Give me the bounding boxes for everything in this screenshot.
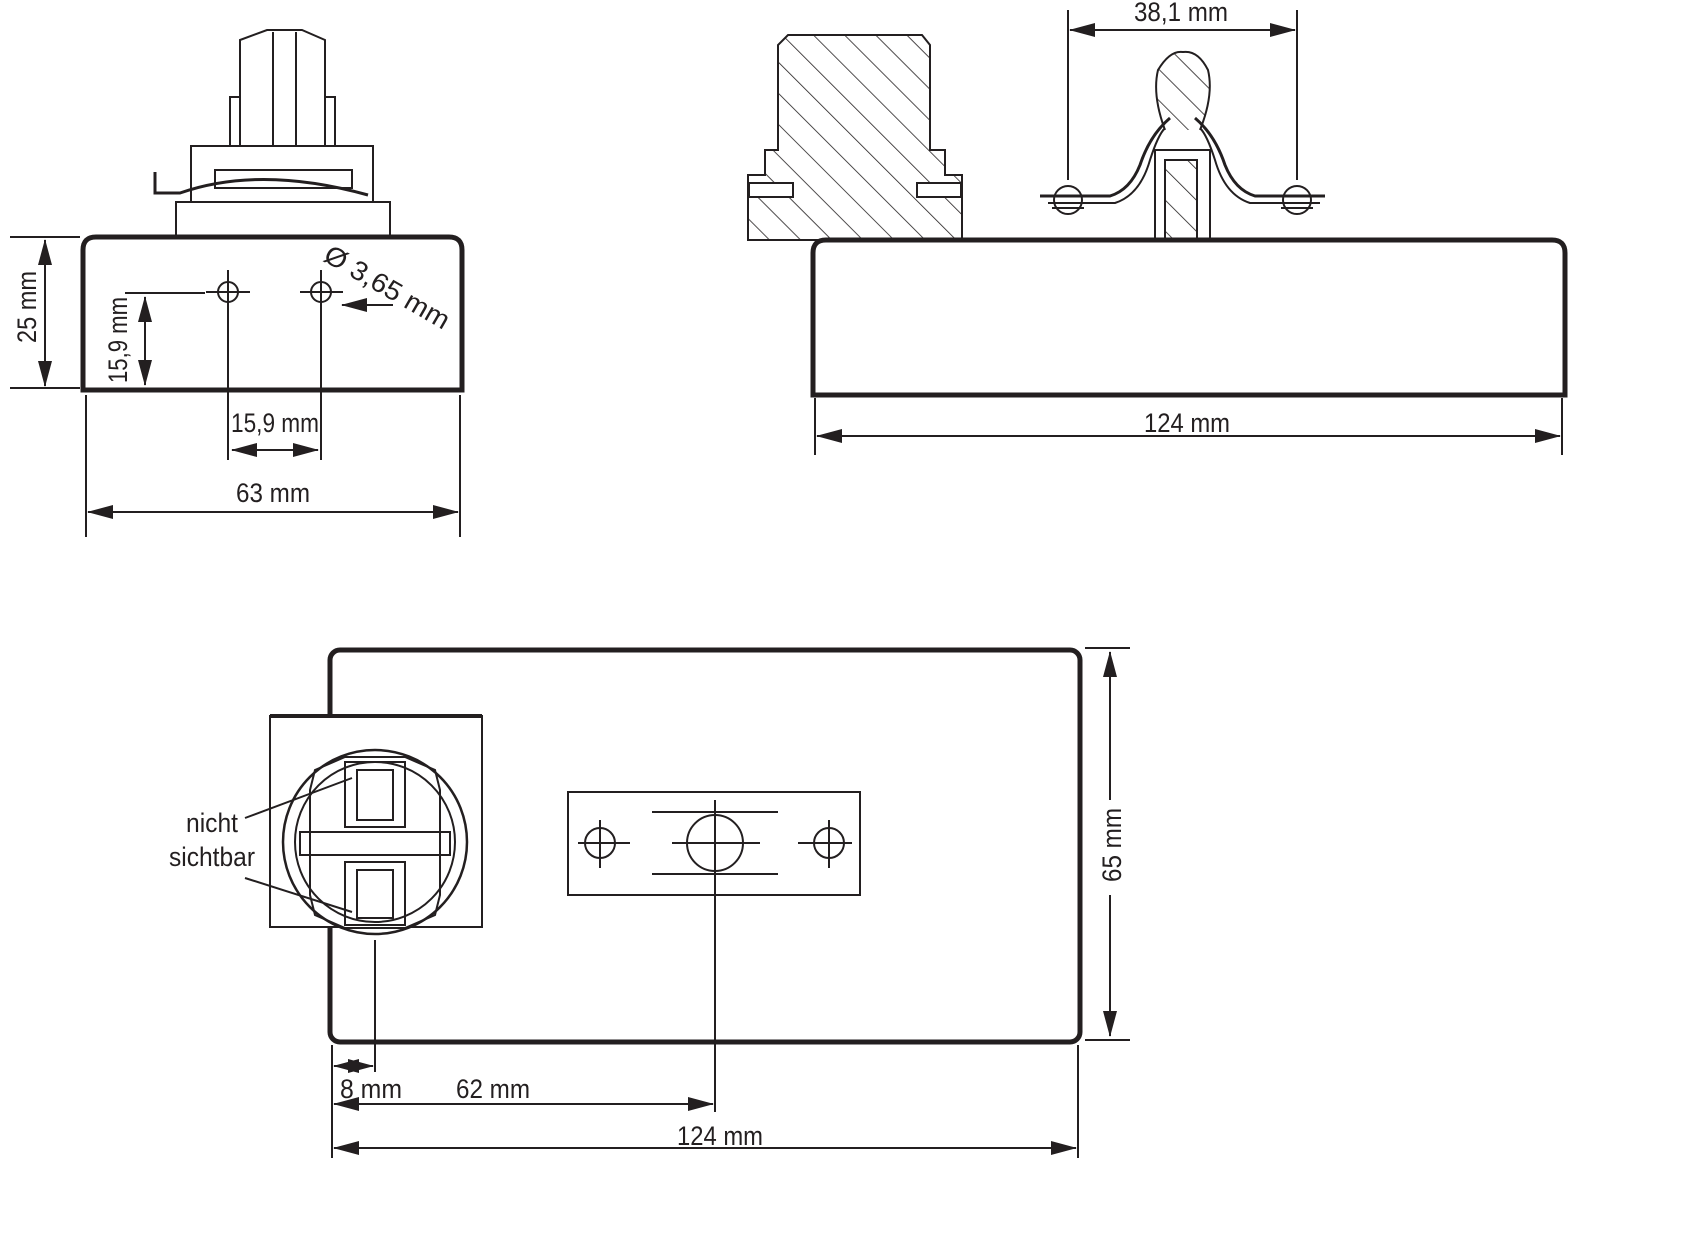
- contact-upper-inner: [356, 769, 394, 821]
- contact-spacing-label: 38,1 mm: [1134, 0, 1228, 27]
- height-label-top-view: 65 mm: [1097, 808, 1127, 882]
- lamp-bulb: [1155, 50, 1211, 131]
- height-label: 25 mm: [12, 271, 42, 343]
- note-line1: nicht: [186, 808, 238, 838]
- socket-bar: [299, 831, 451, 856]
- extension-lines-65: [1085, 647, 1130, 1041]
- contact-lower: [344, 861, 406, 926]
- front-view: 15,9 mm 63 mm 25 mm 15,9 mm Ø 3,65 mm: [10, 29, 465, 537]
- note-line2: sichtbar: [169, 842, 255, 872]
- extension-lines: [227, 300, 322, 460]
- base-plate: [175, 201, 391, 238]
- extension-lines-124: [331, 1045, 1079, 1158]
- lamp-pin-core: [1164, 159, 1198, 241]
- socket-block: [190, 145, 374, 203]
- contact-upper: [344, 761, 406, 828]
- housing-front: [80, 234, 465, 393]
- length-label-top-view: 124 mm: [677, 1121, 763, 1151]
- socket-section: [747, 34, 963, 241]
- socket-octagon: [309, 756, 441, 929]
- plate-hole-right: [798, 820, 852, 868]
- hole-diameter-label: Ø 3,65 mm: [319, 239, 455, 335]
- rivet-left: [1052, 185, 1084, 215]
- socket-offset-label: 8 mm: [340, 1074, 402, 1104]
- hole-height-label: 15,9 mm: [103, 297, 133, 383]
- plate-hole-left: [578, 820, 630, 868]
- extension-lines-length: [814, 398, 1563, 455]
- leader-lines: [244, 777, 353, 913]
- width-label: 63 mm: [236, 478, 310, 508]
- plate-hole-center: [652, 800, 778, 1112]
- extension-lines-contacts: [1067, 10, 1298, 180]
- contact-springs-inner: [1048, 127, 1320, 204]
- housing-side: [810, 237, 1568, 398]
- socket-ring-outer: [281, 748, 469, 936]
- contact-springs: [1040, 116, 1325, 198]
- hole-spacing-label: 15,9 mm: [231, 408, 319, 438]
- contact-lower-inner: [356, 869, 394, 919]
- rivet-right: [1281, 185, 1313, 215]
- extension-lines-width: [85, 395, 461, 537]
- slot-left: [748, 182, 794, 198]
- length-label: 124 mm: [1144, 408, 1230, 438]
- top-view: nicht sichtbar 65 mm 8 mm 62 mm 124 mm: [169, 647, 1130, 1158]
- slot-right: [916, 182, 962, 198]
- spring-clip: [153, 172, 369, 197]
- socket-insert: [214, 169, 353, 189]
- side-view: 38,1 mm 124 mm: [747, 0, 1568, 455]
- mount-offset-label: 62 mm: [456, 1074, 530, 1104]
- extension-lines-height: [10, 236, 80, 389]
- lamp-shaft: [229, 29, 336, 146]
